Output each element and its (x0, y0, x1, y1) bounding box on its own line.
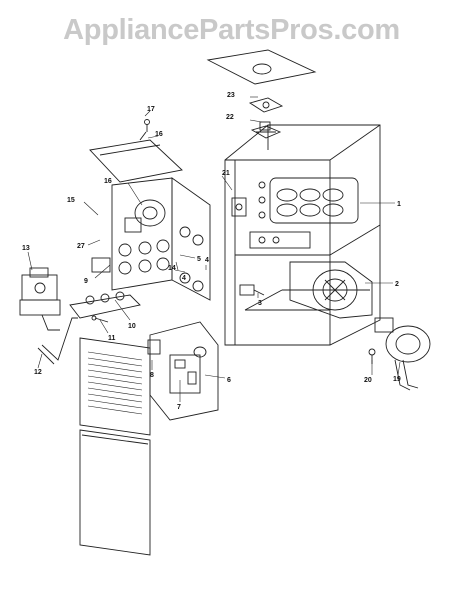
callout-1: 1 (397, 201, 401, 208)
rollout-switch (231, 197, 247, 217)
callout-10: 10 (128, 323, 136, 330)
callout-17: 17 (147, 106, 155, 113)
igniter (91, 315, 109, 323)
screw-part (144, 119, 150, 132)
control-board-panel (147, 321, 219, 421)
watermark-text: AppliancePartsPros.com (63, 14, 400, 46)
callout-20: 20 (364, 377, 372, 384)
vent-cover (89, 131, 183, 183)
gas-valve (19, 267, 61, 331)
lower-access-door (79, 429, 151, 556)
callout-16-inducer: 16 (104, 178, 112, 185)
callout-labels: 1 2 3 4 5 6 7 8 9 10 11 12 13 14 15 16 1… (22, 92, 401, 411)
callout-4-lower: 4 (182, 275, 186, 282)
callout-13: 13 (22, 245, 30, 252)
callout-7: 7 (177, 404, 181, 411)
callout-15: 15 (67, 197, 75, 204)
callout-9: 9 (84, 278, 88, 285)
blower-housing (289, 261, 373, 319)
inducer-motor (124, 199, 166, 233)
callout-5: 5 (197, 256, 201, 263)
heat-exchanger (249, 177, 359, 249)
leader-lines (27, 96, 401, 402)
callout-22: 22 (226, 114, 234, 121)
upper-access-door (79, 337, 151, 436)
callout-23: 23 (227, 92, 235, 99)
callout-4: 4 (205, 257, 209, 264)
burner-manifold (69, 257, 141, 319)
callout-3: 3 (258, 300, 262, 307)
furnace-cabinet (224, 124, 381, 346)
callout-12: 12 (34, 369, 42, 376)
gas-pipe (37, 317, 78, 365)
callout-16-cover: 16 (155, 131, 163, 138)
callout-2: 2 (395, 281, 399, 288)
limit-switch (239, 284, 265, 296)
callout-14: 14 (168, 265, 176, 272)
callout-6: 6 (227, 377, 231, 384)
blower-motor (374, 317, 431, 391)
top-cover-plate (206, 49, 317, 85)
flue-collar-part (250, 121, 282, 139)
callout-19: 19 (393, 376, 401, 383)
callout-11: 11 (108, 335, 116, 342)
callout-27: 27 (77, 243, 85, 250)
gasket-part (248, 97, 284, 113)
callout-8: 8 (150, 372, 154, 379)
callout-21: 21 (222, 170, 230, 177)
burner-box-panel (111, 177, 211, 301)
